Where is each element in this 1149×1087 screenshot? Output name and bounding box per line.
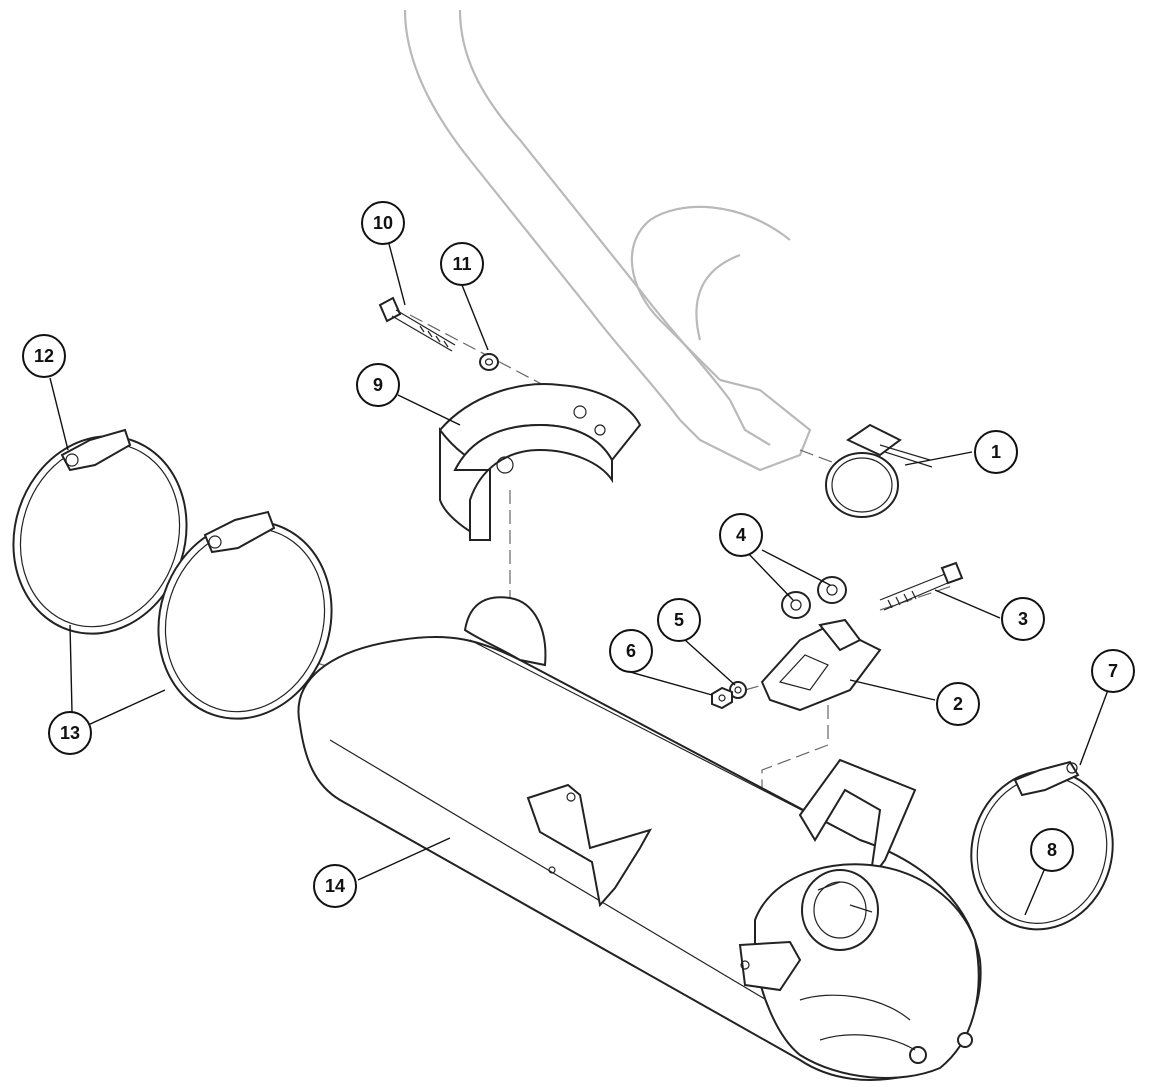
callout-6: 6 [609,629,653,673]
exhaust-header-pipe-ghost [403,9,812,472]
svg-text:1: 1 [991,442,1001,462]
svg-text:12: 12 [34,346,54,366]
callout-13: 13 [48,711,92,755]
svg-text:6: 6 [626,641,636,661]
callout-3: 3 [1001,597,1045,641]
svg-text:2: 2 [953,694,963,714]
callout-1: 1 [974,430,1018,474]
heat-shield-mount [438,383,642,542]
svg-text:5: 5 [674,610,684,630]
callout-7: 7 [1091,649,1135,693]
muffler-body [297,596,982,1081]
callout-8: 8 [1030,828,1074,872]
callout-5: 5 [657,598,701,642]
svg-text:8: 8 [1047,840,1057,860]
svg-text:11: 11 [452,254,471,274]
washer-5 [729,681,747,699]
grommets [781,576,847,619]
svg-text:7: 7 [1108,661,1118,681]
long-bolt [378,296,456,352]
callout-2: 2 [936,682,980,726]
svg-text:10: 10 [373,213,393,233]
bracket-bolt [879,561,964,611]
svg-text:4: 4 [736,525,746,545]
nut-6 [711,686,733,710]
band-clamp-12 [12,428,188,635]
svg-text:14: 14 [325,876,345,896]
callout-12: 12 [22,334,66,378]
callout-10: 10 [361,201,405,245]
callout-11: 11 [440,242,484,286]
callout-14: 14 [313,864,357,908]
washer-11 [479,353,499,371]
band-clamp-13 [157,510,333,720]
svg-text:9: 9 [373,375,383,395]
svg-text:3: 3 [1018,609,1028,629]
leader-lines [49,239,1109,916]
mount-bracket [760,618,882,712]
header-clamp [825,423,933,518]
svg-text:13: 13 [60,723,80,743]
callout-9: 9 [356,363,400,407]
callout-4: 4 [719,513,763,557]
